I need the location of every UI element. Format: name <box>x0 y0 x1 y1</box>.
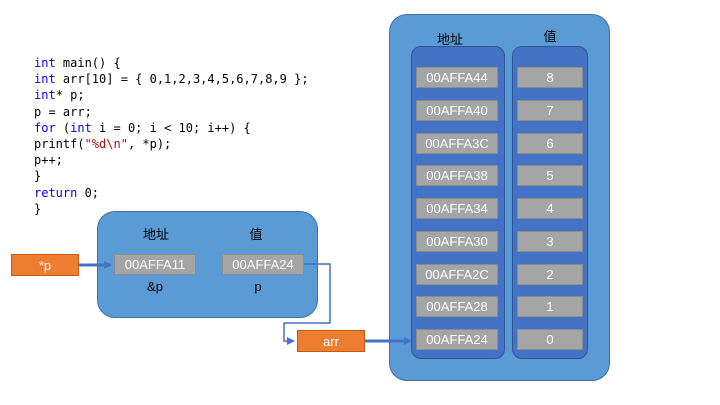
memory-value-cell: 6 <box>517 132 583 154</box>
memory-address-cell: 00AFFA40 <box>416 99 498 121</box>
code-line: return 0; <box>34 185 309 201</box>
memory-address-cell: 00AFFA30 <box>416 230 498 252</box>
watermark: https://blog.csdn.net/weixin_44879369 <box>454 380 710 397</box>
memory-value-cell: 2 <box>517 263 583 285</box>
pointer-address-header: 地址 <box>142 228 169 243</box>
code-line: p++; <box>34 152 309 168</box>
code-keyword: int <box>70 120 92 135</box>
code-keyword: for <box>34 120 56 135</box>
code-keyword: int <box>34 88 56 103</box>
pointer-value-label: p <box>254 279 262 294</box>
code-text: 0; <box>77 185 100 200</box>
memory-value-cell: 8 <box>517 67 583 88</box>
memory-value-cell: 7 <box>517 99 583 121</box>
code-text: p++; <box>34 153 63 168</box>
memory-value-cell: 3 <box>517 230 583 252</box>
code-line: } <box>34 168 309 184</box>
code-string: "%d\n" <box>84 136 128 151</box>
memory-value-cell: 4 <box>517 198 583 219</box>
memory-value-cell: 0 <box>517 329 583 350</box>
code-text: printf( <box>34 136 85 151</box>
memory-address-cell: 00AFFA2C <box>416 263 498 285</box>
memory-address-cell: 00AFFA28 <box>416 296 498 318</box>
code-line: } <box>34 201 309 217</box>
memory-value-cell: 5 <box>517 165 583 187</box>
code-line: int arr[10] = { 0,1,2,3,4,5,6,7,8,9 }; <box>34 71 309 87</box>
code-listing: int main() {int arr[10] = { 0,1,2,3,4,5,… <box>34 55 309 217</box>
memory-value-header: 值 <box>543 30 557 45</box>
pointer-address-label: &p <box>147 279 163 294</box>
code-text: , *p); <box>127 136 172 151</box>
code-keyword: int <box>34 56 56 70</box>
pointer-value-cell: 00AFFA24 <box>222 254 304 275</box>
memory-address-cell: 00AFFA38 <box>416 165 498 187</box>
arr-label: arr <box>297 330 365 352</box>
code-text: ( <box>55 120 71 135</box>
code-text: main() { <box>55 56 121 70</box>
memory-address-cell: 00AFFA3C <box>416 132 498 154</box>
pointer-value-header: 值 <box>249 228 263 243</box>
memory-address-cell: 00AFFA44 <box>416 67 498 88</box>
code-text: p = arr; <box>34 104 92 119</box>
deref-p-label: *p <box>11 254 79 276</box>
arrow-p-to-arr <box>283 263 331 345</box>
code-line: int main() { <box>34 55 309 71</box>
code-line: int* p; <box>34 87 309 103</box>
memory-address-header: 地址 <box>436 33 463 48</box>
code-line: p = arr; <box>34 104 309 120</box>
code-keyword: return <box>34 185 78 200</box>
code-line: for (int i = 0; i < 10; i++) { <box>34 120 309 136</box>
pointer-address-cell: 00AFFA11 <box>114 254 196 275</box>
code-text: * p; <box>55 88 85 103</box>
code-line: printf("%d\n", *p); <box>34 136 309 152</box>
memory-address-cell: 00AFFA34 <box>416 198 498 219</box>
code-text: arr[10] = { 0,1,2,3,4,5,6,7,8,9 }; <box>55 72 309 87</box>
code-text: i = 0; i < 10; i++) { <box>91 120 251 135</box>
code-text: } <box>34 201 42 216</box>
memory-value-cell: 1 <box>517 296 583 318</box>
code-keyword: int <box>34 72 56 87</box>
memory-address-cell: 00AFFA24 <box>416 329 498 350</box>
code-text: } <box>34 169 42 184</box>
